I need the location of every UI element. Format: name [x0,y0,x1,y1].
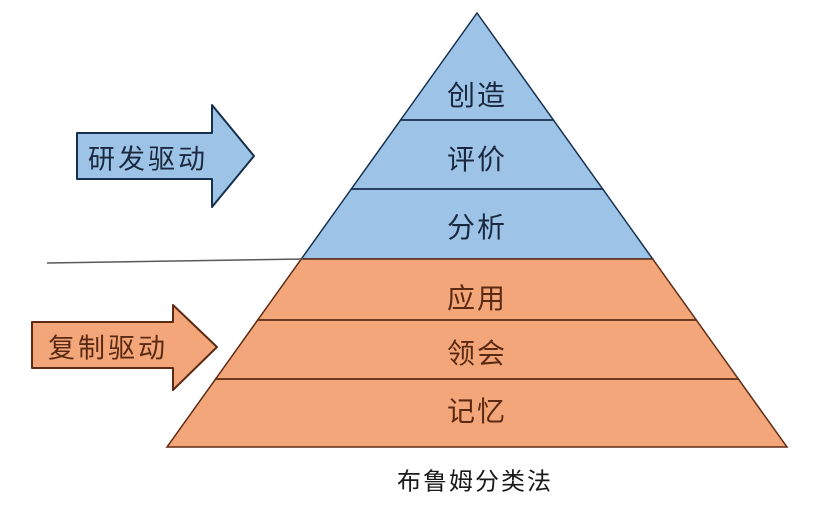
pyramid-level-comprehend-shape [215,320,739,379]
copy-driven-right-arrow-border [31,304,218,391]
rd-driven-right-arrow-border [76,104,255,208]
pyramid-level-evaluate-shape [351,120,603,189]
copy-driven-right-arrow-icon [32,305,217,390]
pyramid-level-create-shape [400,13,554,120]
pyramid-level-remember-shape [167,379,787,447]
section-divider-line [46,258,304,264]
pyramid-level-analyze-shape [301,189,653,259]
pyramid-level-apply-shape [257,259,697,320]
rd-driven-right-arrow-icon [77,105,254,207]
pyramid-level-remember-border [165,378,789,448]
